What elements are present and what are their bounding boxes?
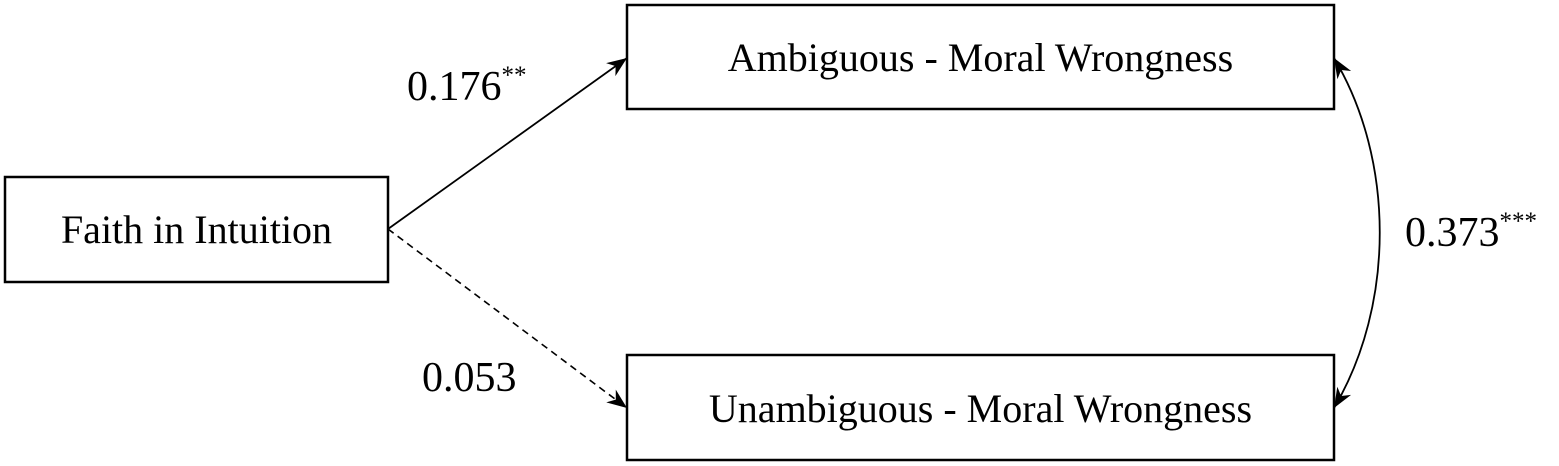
coefficient-faith-to-unambiguous: 0.053: [422, 355, 517, 401]
coefficient-value: 0.373: [1405, 210, 1500, 256]
node-faith-in-intuition: Faith in Intuition: [3, 175, 390, 284]
node-faith-label: Faith in Intuition: [61, 207, 332, 252]
node-ambiguous-label: Ambiguous - Moral Wrongness: [728, 35, 1233, 80]
coefficient-faith-to-ambiguous: 0.176**: [407, 62, 527, 110]
node-unambiguous-moral-wrongness: Unambiguous - Moral Wrongness: [625, 353, 1336, 462]
node-ambiguous-moral-wrongness: Ambiguous - Moral Wrongness: [625, 3, 1336, 111]
significance-stars: ***: [1500, 208, 1538, 235]
coefficient-covariance: 0.373***: [1405, 208, 1537, 256]
coefficient-value: 0.176: [407, 64, 502, 110]
node-faith-box: [3, 175, 390, 284]
covariance-arrow-ambiguous-unambiguous: [1333, 57, 1381, 409]
node-unambiguous-label: Unambiguous - Moral Wrongness: [709, 386, 1252, 431]
node-ambiguous-box: [625, 3, 1336, 111]
node-unambiguous-box: [625, 353, 1336, 462]
coefficient-value: 0.053: [422, 355, 517, 401]
path-arrow-faith-to-unambiguous: [387, 228, 628, 409]
path-arrow-faith-to-ambiguous: [387, 57, 628, 230]
significance-stars: **: [502, 62, 527, 89]
